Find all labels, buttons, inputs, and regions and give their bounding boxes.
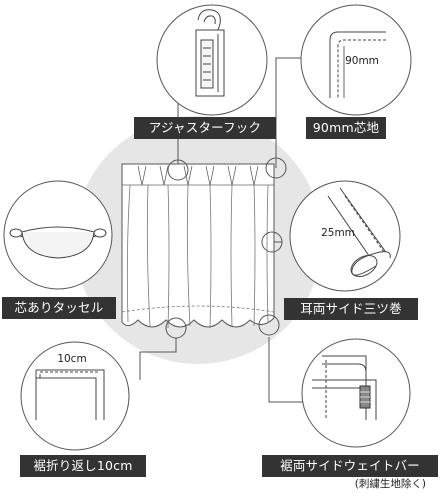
- label-ear-side-fold: 耳両サイド三ツ巻: [284, 298, 418, 320]
- hook-icon: [195, 9, 225, 97]
- weight-detail-circle: [301, 338, 411, 448]
- connector-core: [275, 57, 306, 168]
- weight-bar-icon: [312, 355, 377, 420]
- ear-callout-circle: [261, 231, 283, 253]
- label-adjuster-hook: アジャスターフック: [134, 117, 276, 139]
- curtain-body: [121, 163, 275, 328]
- core-icon: [329, 31, 386, 98]
- ear-dimension-text: 25mm: [321, 227, 355, 239]
- note-text: (刺繍生地除く): [354, 478, 426, 490]
- ear-fold-icon: [327, 187, 391, 277]
- hem-fold-line: [121, 305, 275, 313]
- curtain-illustration: [121, 163, 275, 329]
- label-tassel: 芯ありタッセル: [2, 297, 116, 319]
- core-callout-circle: [265, 157, 287, 179]
- hem-fold-icon: [35, 369, 105, 420]
- core-dimension-text: 90mm: [345, 55, 379, 67]
- label-hem-fold: 裾折り返し10cm: [20, 455, 146, 477]
- hem-callout-circle: [165, 317, 187, 339]
- connector-hem: [139, 338, 177, 380]
- connector-weight: [268, 337, 306, 403]
- curtain-folds: [126, 184, 269, 329]
- hem-dimension-text: 10cm: [57, 353, 86, 365]
- label-hem-side-weight: 裾両サイドウェイトバー: [262, 455, 438, 477]
- tassel-icon: [9, 226, 107, 259]
- weight-callout-circle: [258, 314, 280, 336]
- hook-callout-circle: [167, 159, 189, 181]
- hem-detail-circle: [20, 341, 130, 451]
- pleat-marks: [137, 165, 259, 186]
- label-core-90mm: 90mm芯地: [306, 117, 386, 139]
